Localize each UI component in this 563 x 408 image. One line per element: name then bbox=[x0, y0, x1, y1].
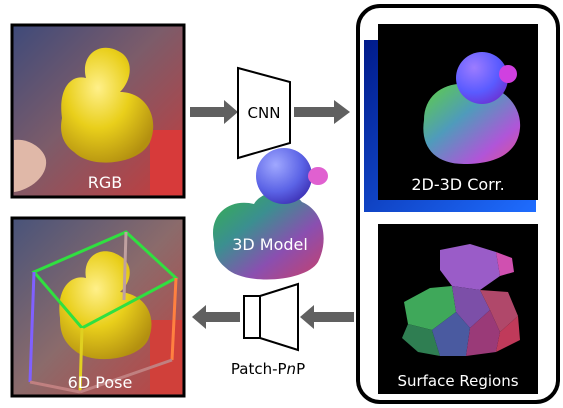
cnn-label: CNN bbox=[248, 104, 281, 122]
pnp-label-suffix: P bbox=[296, 360, 305, 378]
arrow-cnn-to-outputs bbox=[294, 100, 350, 124]
patch-pnp-label: Patch-PnP bbox=[231, 360, 305, 378]
3d-model-label: 3D Model bbox=[232, 235, 308, 254]
rgb-label: RGB bbox=[88, 173, 123, 192]
pnp-label-prefix: Patch-P bbox=[231, 360, 287, 378]
arrow-rgb-to-cnn bbox=[190, 100, 238, 124]
surface-regions-panel: Surface Regions bbox=[378, 224, 538, 394]
corr-duck-body bbox=[423, 83, 521, 164]
arrow-outputs-to-pnp bbox=[300, 305, 354, 329]
3d-model: 3D Model bbox=[213, 148, 328, 280]
pnp-label-italic: n bbox=[287, 360, 297, 378]
correspondence-panel: 2D-3D Corr. bbox=[364, 24, 538, 212]
cnn-block: CNN bbox=[237, 66, 291, 160]
pose-label: 6D Pose bbox=[68, 373, 133, 392]
model-head bbox=[256, 148, 312, 204]
pose-background-box bbox=[150, 320, 182, 394]
duck-image bbox=[61, 47, 154, 163]
regions-label: Surface Regions bbox=[397, 372, 518, 390]
background-box bbox=[150, 130, 182, 195]
patch-pnp-block: Patch-PnP bbox=[231, 282, 305, 378]
regions-duck bbox=[402, 244, 520, 356]
corr-label: 2D-3D Corr. bbox=[411, 175, 504, 194]
rgb-image-panel: RGB bbox=[10, 23, 186, 199]
hand-image bbox=[14, 139, 47, 192]
pose-image-panel: 6D Pose bbox=[10, 216, 186, 398]
model-beak bbox=[308, 167, 328, 185]
arrow-pnp-to-pose bbox=[192, 305, 240, 329]
corr-duck-beak bbox=[499, 65, 517, 83]
corr-duck-head bbox=[456, 52, 508, 104]
pose-bounding-box bbox=[28, 230, 179, 394]
model-body bbox=[213, 191, 324, 280]
